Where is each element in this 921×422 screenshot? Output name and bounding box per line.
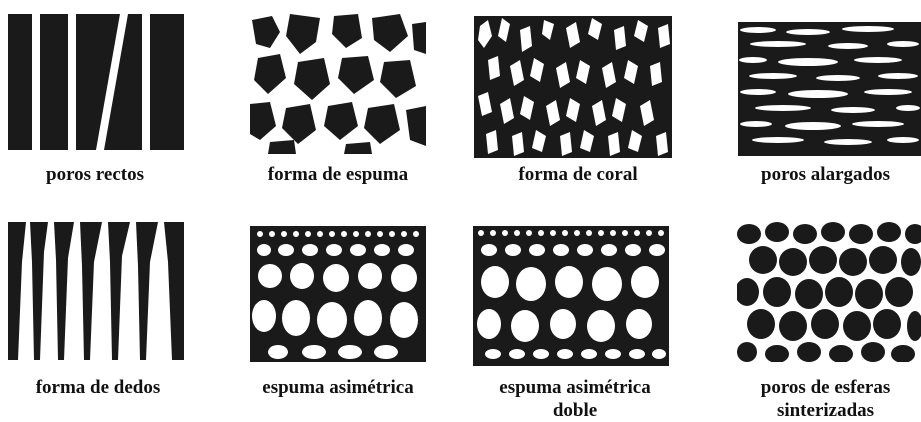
panel-poros-alargados [738,22,921,156]
caption-forma-de-espuma: forma de espuma [238,163,438,186]
caption-forma-de-dedos: forma de dedos [0,376,196,399]
panel-espuma-asimetrica [250,226,426,362]
caption-espuma-asimetrica: espuma asimétrica [238,376,438,399]
caption-poros-rectos: poros rectos [0,163,190,186]
panel-forma-de-espuma [250,14,426,154]
caption-poros-de-esferas-sinterizadas: poros de esferas sinterizadas [730,376,921,422]
panel-espuma-asimetrica-doble [473,226,669,366]
panel-poros-de-esferas-sinterizadas [737,222,921,362]
panel-forma-de-coral [474,16,672,158]
caption-poros-alargados: poros alargados [730,163,921,186]
panel-forma-de-dedos [8,222,184,360]
caption-espuma-asimetrica-doble: espuma asimétrica doble [470,376,680,422]
panel-poros-rectos [8,14,184,150]
caption-forma-de-coral: forma de coral [478,163,678,186]
